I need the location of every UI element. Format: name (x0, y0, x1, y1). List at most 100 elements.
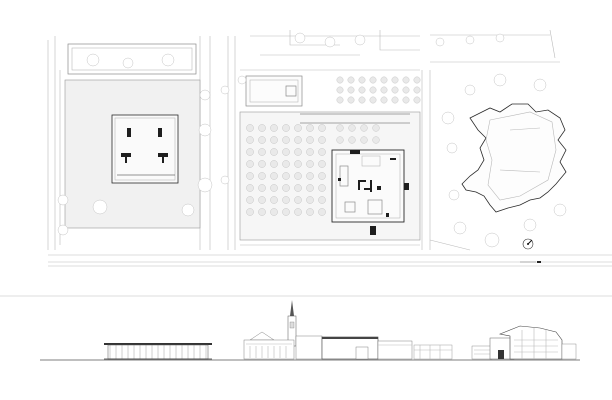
tree-icon (258, 172, 266, 180)
tree-icon (246, 172, 254, 180)
main-tree-grove (246, 124, 380, 216)
tree-icon (318, 124, 326, 132)
tree-icon (306, 160, 314, 168)
tree-icon (318, 196, 326, 204)
tree-icon (347, 86, 355, 94)
tree-icon (246, 160, 254, 168)
tree-icon (270, 172, 278, 180)
tree-icon (391, 86, 399, 94)
tree-icon (336, 96, 344, 104)
tree-icon (413, 96, 421, 104)
tree-icon (336, 136, 344, 144)
tree-icon (318, 148, 326, 156)
tree-icon (318, 136, 326, 144)
tree-icon (270, 208, 278, 216)
tree-icon (306, 136, 314, 144)
tree-icon (360, 124, 368, 132)
tree-icon (402, 76, 410, 84)
tree-icon (258, 196, 266, 204)
tree-icon (369, 86, 377, 94)
right-irregular-building (461, 103, 567, 213)
upper-tree-grove (336, 76, 421, 104)
tree-icon (318, 172, 326, 180)
tree-icon (294, 196, 302, 204)
tree-icon (246, 148, 254, 156)
tree-icon (358, 76, 366, 84)
tree-icon (258, 124, 266, 132)
tree-icon (318, 160, 326, 168)
pavilion-elevation (104, 343, 212, 360)
tree-icon (282, 184, 290, 192)
tree-icon (282, 124, 290, 132)
church-elevation (243, 300, 323, 360)
tree-icon (258, 184, 266, 192)
tree-icon (372, 124, 380, 132)
tree-icon (246, 124, 254, 132)
tree-icon (294, 160, 302, 168)
tree-icon (270, 196, 278, 204)
tree-icon (282, 196, 290, 204)
tree-icon (306, 148, 314, 156)
left-trees (57, 53, 213, 236)
tree-icon (402, 96, 410, 104)
tree-icon (282, 160, 290, 168)
tree-icon (306, 196, 314, 204)
tree-icon (294, 136, 302, 144)
tree-icon (294, 208, 302, 216)
tree-icon (348, 136, 356, 144)
north-arrow-icon (522, 238, 534, 250)
tree-icon (413, 86, 421, 94)
tree-icon (358, 96, 366, 104)
tree-icon (258, 136, 266, 144)
street-elevation (40, 300, 580, 361)
tree-icon (282, 136, 290, 144)
tree-icon (347, 76, 355, 84)
tree-icon (258, 160, 266, 168)
tree-icon (380, 86, 388, 94)
tree-icon (306, 208, 314, 216)
tree-icon (294, 172, 302, 180)
tree-icon (391, 76, 399, 84)
tree-icon (358, 86, 366, 94)
tree-icon (318, 208, 326, 216)
tree-icon (246, 184, 254, 192)
tree-icon (270, 148, 278, 156)
tree-icon (348, 124, 356, 132)
tree-icon (270, 136, 278, 144)
tree-icon (380, 96, 388, 104)
tree-icon (336, 76, 344, 84)
left-building (111, 114, 179, 184)
tree-icon (282, 208, 290, 216)
tree-icon (380, 76, 388, 84)
tree-icon (282, 172, 290, 180)
tree-icon (402, 86, 410, 94)
right-trees (220, 32, 567, 248)
new-building (331, 149, 409, 235)
tree-icon (246, 208, 254, 216)
tree-icon (270, 160, 278, 168)
tree-icon (369, 96, 377, 104)
tree-icon (369, 76, 377, 84)
tree-icon (306, 172, 314, 180)
tree-icon (318, 184, 326, 192)
scale-bar (520, 261, 541, 263)
tree-icon (246, 196, 254, 204)
tree-icon (336, 124, 344, 132)
tree-icon (372, 136, 380, 144)
left-upper-court (67, 43, 197, 75)
tree-icon (391, 96, 399, 104)
tree-icon (306, 184, 314, 192)
tree-icon (360, 136, 368, 144)
tree-icon (294, 184, 302, 192)
tree-icon (258, 148, 266, 156)
site-plan (47, 29, 612, 267)
right-cluster-elevation (471, 325, 577, 360)
tree-icon (294, 148, 302, 156)
tree-icon (347, 96, 355, 104)
tree-icon (306, 124, 314, 132)
tree-icon (282, 148, 290, 156)
tree-icon (258, 208, 266, 216)
tree-icon (413, 76, 421, 84)
museum-elevation (321, 336, 453, 360)
